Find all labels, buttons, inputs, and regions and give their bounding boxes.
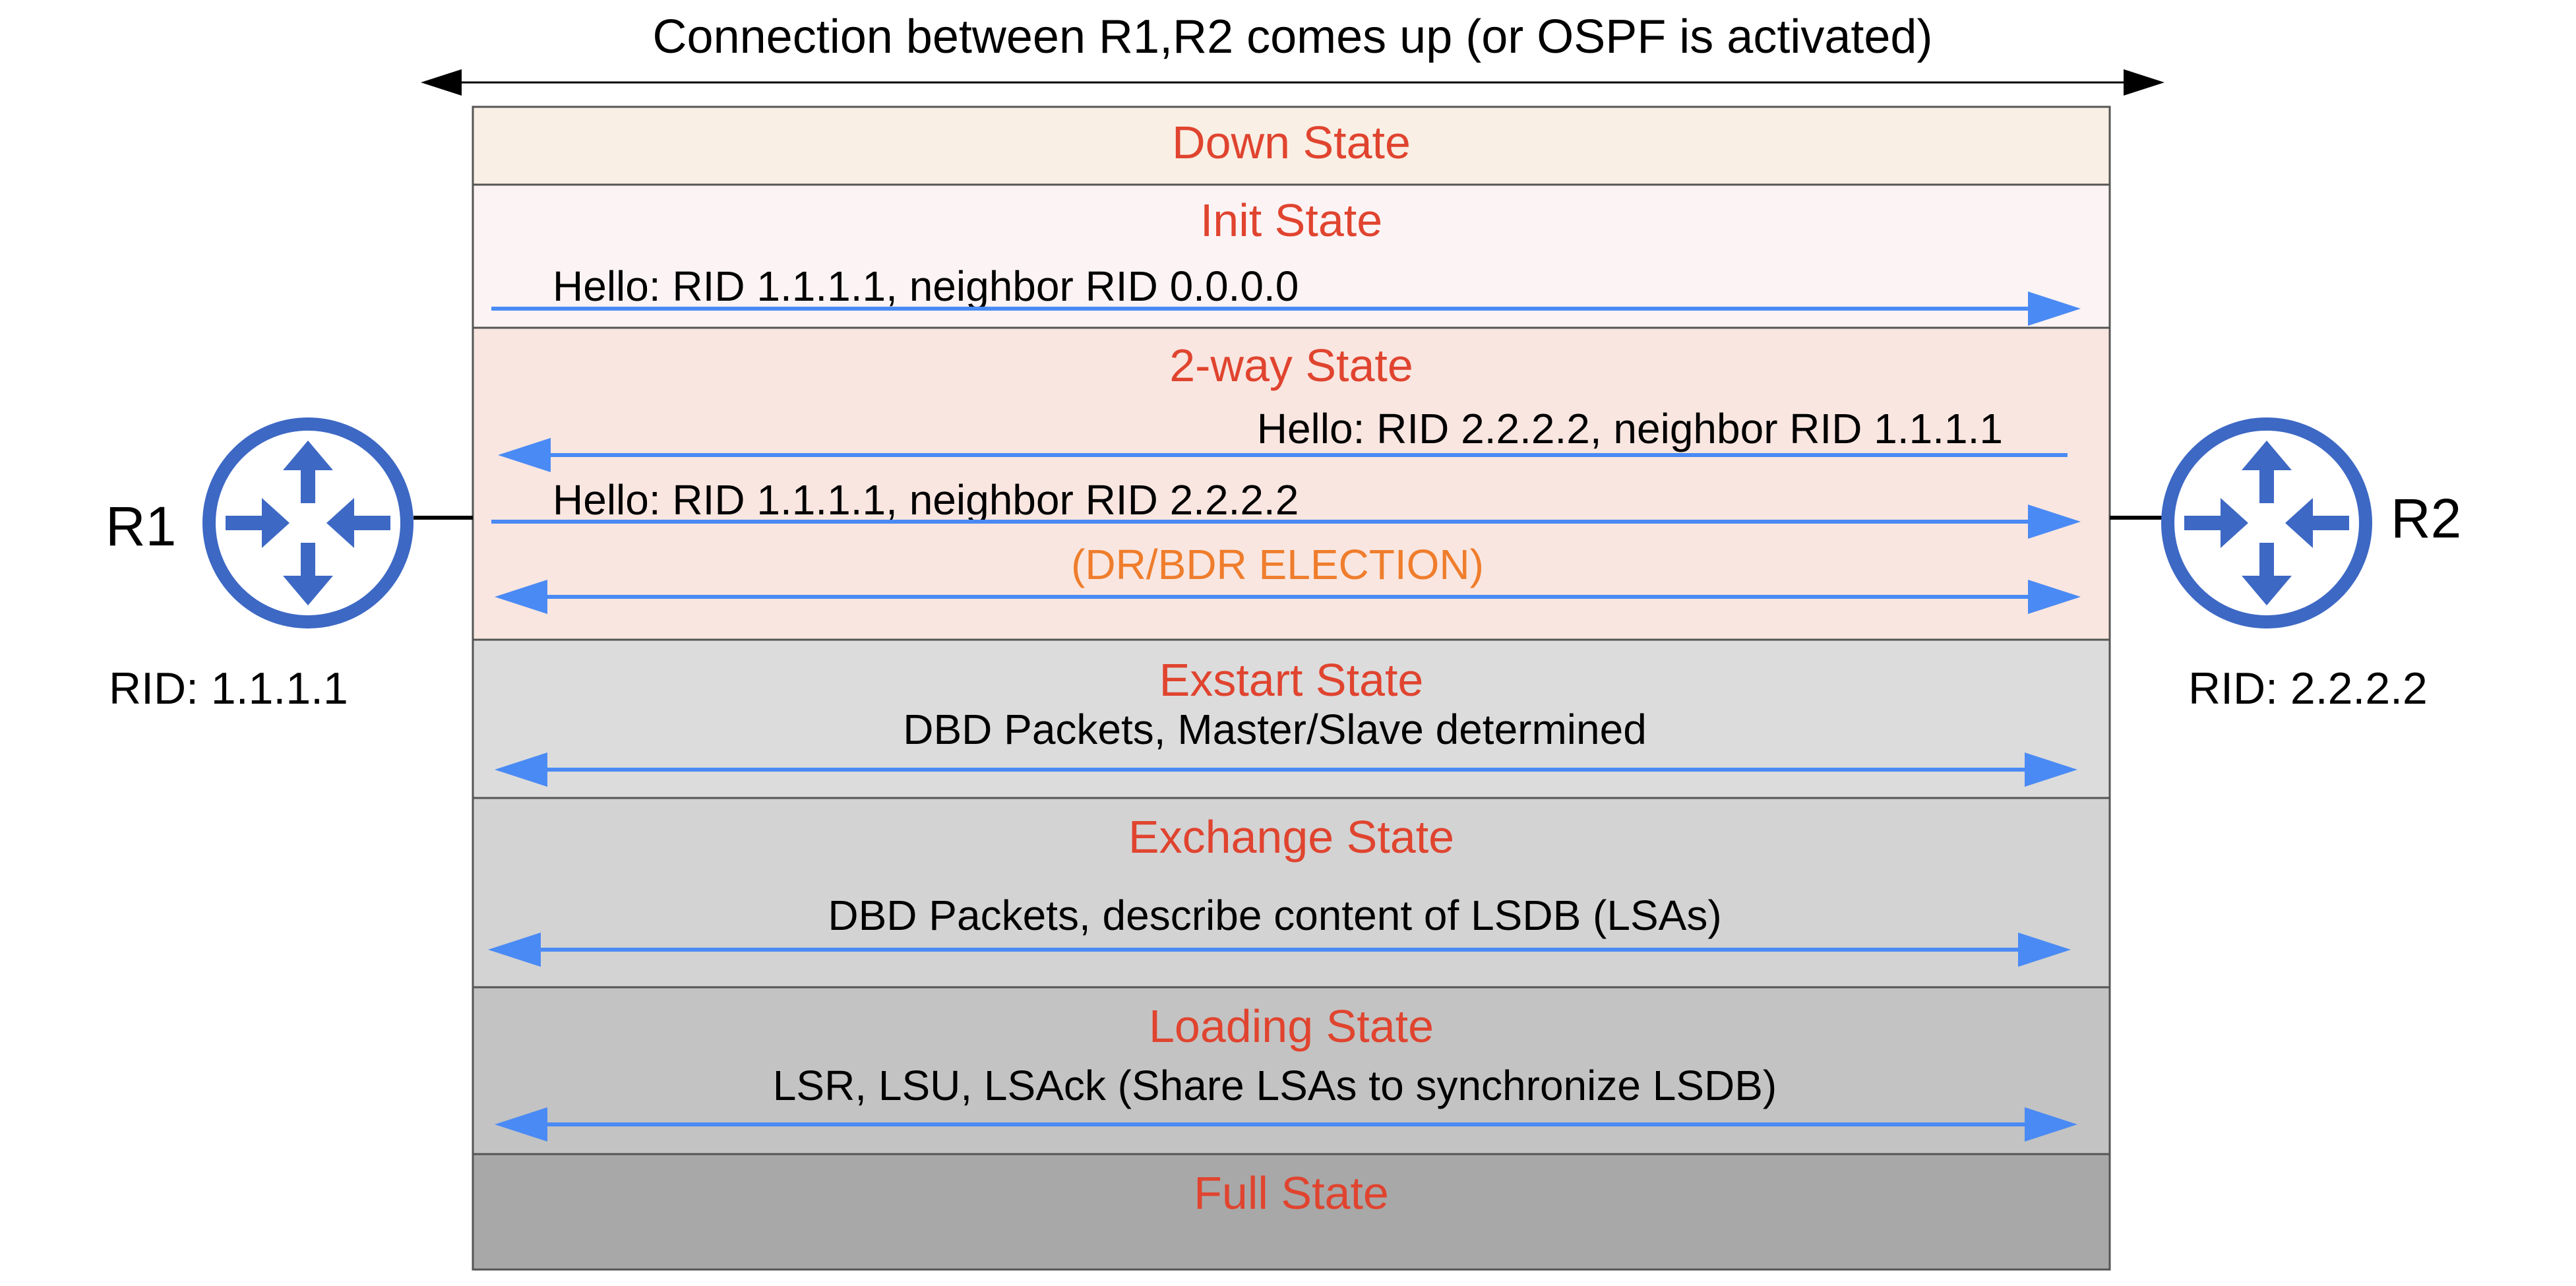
connection-arrow bbox=[421, 69, 2164, 96]
exchange-arrow bbox=[488, 933, 2071, 967]
state-title-full: Full State bbox=[1194, 1167, 1389, 1219]
twoway-hello-r2-arrow bbox=[498, 438, 2068, 472]
state-title-init: Init State bbox=[1200, 195, 1382, 246]
init-hello-label: Hello: RID 1.1.1.1, neighbor RID 0.0.0.0 bbox=[553, 262, 1299, 310]
r1-name: R1 bbox=[106, 495, 176, 557]
exstart-label: DBD Packets, Master/Slave determined bbox=[903, 706, 1647, 753]
state-band-exchange bbox=[472, 797, 2111, 989]
r2-rid: RID: 2.2.2.2 bbox=[2188, 663, 2428, 714]
state-title-down: Down State bbox=[1172, 117, 1411, 168]
twoway-hello-r2-label: Hello: RID 2.2.2.2, neighbor RID 1.1.1.1 bbox=[1257, 405, 2003, 452]
state-title-loading: Loading State bbox=[1149, 1000, 1434, 1052]
state-title-exstart: Exstart State bbox=[1159, 654, 1424, 706]
connection-label: Connection between R1,R2 comes up (or OS… bbox=[653, 11, 1933, 63]
state-title-2way: 2-way State bbox=[1169, 340, 1413, 391]
election-arrow bbox=[495, 580, 2081, 614]
exstart-arrow bbox=[495, 752, 2077, 787]
election-label: (DR/BDR ELECTION) bbox=[1071, 541, 1484, 588]
state-band-full bbox=[472, 1153, 2111, 1271]
router-icon bbox=[2161, 417, 2372, 628]
r2-router bbox=[2161, 417, 2372, 628]
r1-rid: RID: 1.1.1.1 bbox=[109, 663, 348, 714]
loading-arrow bbox=[495, 1107, 2077, 1142]
twoway-hello-r1-label: Hello: RID 1.1.1.1, neighbor RID 2.2.2.2 bbox=[553, 476, 1299, 524]
init-hello-arrow bbox=[491, 291, 2081, 326]
router-icon bbox=[202, 417, 414, 628]
state-band-init bbox=[472, 183, 2111, 329]
r2-name: R2 bbox=[2391, 487, 2461, 549]
twoway-hello-r1-arrow bbox=[491, 505, 2081, 539]
loading-label: LSR, LSU, LSAck (Share LSAs to synchroni… bbox=[773, 1062, 1777, 1109]
exchange-label: DBD Packets, describe content of LSDB (L… bbox=[828, 892, 1721, 939]
r1-router bbox=[202, 417, 414, 628]
state-title-exchange: Exchange State bbox=[1128, 811, 1454, 863]
